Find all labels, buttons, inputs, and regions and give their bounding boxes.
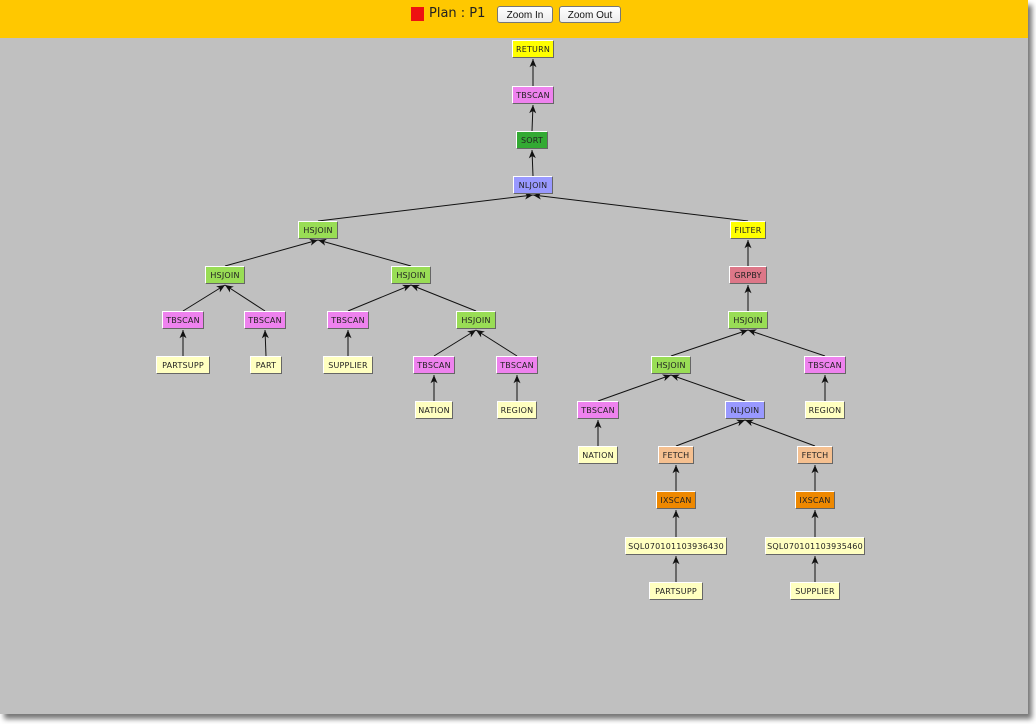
plan-node-tbscan: TBSCAN [413, 356, 455, 374]
plan-node-nation: NATION [415, 401, 453, 419]
plan-edge [317, 239, 412, 267]
arrowhead-icon [529, 105, 537, 114]
arrowhead-icon [179, 330, 187, 339]
plan-node-ixscan: IXSCAN [656, 491, 696, 509]
arrowhead-icon [672, 510, 680, 519]
plan-edge [670, 374, 746, 402]
zoom-in-button[interactable]: Zoom In [497, 6, 553, 23]
arrowhead-icon [411, 284, 420, 292]
arrowhead-icon [745, 419, 754, 427]
arrowhead-icon [344, 330, 352, 339]
arrowhead-icon [662, 374, 671, 382]
plan-edge [224, 284, 266, 312]
arrowhead-icon [594, 420, 602, 429]
plan-node-tbscan: TBSCAN [577, 401, 619, 419]
plan-node-nation: NATION [578, 446, 618, 464]
arrowhead-icon [476, 330, 485, 338]
plan-edge [182, 284, 226, 312]
arrowhead-icon [744, 240, 752, 249]
arrowhead-icon [811, 556, 819, 565]
plan-node-return: RETURN [512, 40, 554, 58]
arrowhead-icon [430, 375, 438, 384]
plan-node-sql070101103936430: SQL070101103936430 [625, 537, 727, 555]
plan-edge [744, 419, 816, 447]
plan-edge [670, 329, 749, 357]
arrowhead-icon [736, 419, 745, 427]
arrowhead-icon [671, 374, 680, 382]
toolbar: Plan : P1 Zoom In Zoom Out [0, 0, 1028, 38]
arrowhead-icon [528, 150, 536, 159]
plan-edge [433, 329, 477, 357]
plan-node-tbscan: TBSCAN [162, 311, 204, 329]
plan-color-swatch [411, 7, 424, 21]
plan-node-partsupp: PARTSUPP [156, 356, 210, 374]
plan-node-supplier: SUPPLIER [790, 582, 840, 600]
plan-edge [224, 239, 319, 267]
plan-node-nljoin: NLJOIN [725, 401, 765, 419]
arrowhead-icon [533, 192, 542, 200]
plan-node-ixscan: IXSCAN [795, 491, 835, 509]
arrowhead-icon [402, 284, 411, 292]
plan-node-part: PART [250, 356, 282, 374]
arrowhead-icon [811, 510, 819, 519]
arrowhead-icon [318, 238, 327, 246]
plan-node-sort: SORT [516, 131, 548, 149]
arrowhead-icon [821, 375, 829, 384]
arrowhead-icon [744, 285, 752, 294]
plan-node-grpby: GRPBY [729, 266, 767, 284]
arrowhead-icon [529, 59, 537, 68]
plan-window: Plan : P1 Zoom In Zoom Out RETURN TBSCAN S… [0, 0, 1028, 714]
plan-node-fetch: FETCH [797, 446, 833, 464]
arrowhead-icon [216, 285, 225, 293]
arrowhead-icon [672, 556, 680, 565]
arrowhead-icon [513, 375, 521, 384]
plan-edge [317, 194, 534, 222]
plan-edge [475, 329, 518, 357]
arrowhead-icon [748, 329, 757, 336]
arrowhead-icon [524, 192, 533, 200]
plan-node-tbscan: TBSCAN [244, 311, 286, 329]
plan-edge [747, 329, 826, 357]
plan-node-tbscan: TBSCAN [804, 356, 846, 374]
plan-edge [675, 419, 746, 447]
zoom-out-button[interactable]: Zoom Out [559, 6, 621, 23]
plan-label: Plan : P1 [429, 6, 486, 21]
plan-node-nljoin: NLJOIN [513, 176, 553, 194]
plan-edge [532, 194, 749, 222]
arrowhead-icon [672, 465, 680, 474]
plan-edge [597, 374, 672, 402]
plan-node-tbscan: TBSCAN [512, 86, 554, 104]
plan-node-sql070101103935460: SQL070101103935460 [765, 537, 865, 555]
plan-node-region: REGION [805, 401, 845, 419]
arrowhead-icon [739, 329, 748, 336]
arrowhead-icon [309, 238, 318, 246]
plan-node-tbscan: TBSCAN [496, 356, 538, 374]
plan-node-hsjoin: HSJOIN [728, 311, 768, 329]
plan-node-fetch: FETCH [658, 446, 694, 464]
arrowhead-icon [225, 285, 234, 293]
plan-node-hsjoin: HSJOIN [391, 266, 431, 284]
plan-node-filter: FILTER [730, 221, 766, 239]
plan-node-partsupp: PARTSUPP [649, 582, 703, 600]
arrowhead-icon [811, 465, 819, 474]
plan-node-region: REGION [497, 401, 537, 419]
arrowhead-icon [467, 330, 476, 338]
plan-edges [179, 59, 829, 582]
plan-node-hsjoin: HSJOIN [651, 356, 691, 374]
plan-edge [410, 284, 477, 312]
plan-node-tbscan: TBSCAN [327, 311, 369, 329]
plan-node-hsjoin: HSJOIN [298, 221, 338, 239]
plan-node-hsjoin: HSJOIN [205, 266, 245, 284]
plan-node-supplier: SUPPLIER [323, 356, 373, 374]
plan-edge [347, 284, 412, 312]
arrowhead-icon [261, 330, 269, 339]
plan-node-hsjoin: HSJOIN [456, 311, 496, 329]
